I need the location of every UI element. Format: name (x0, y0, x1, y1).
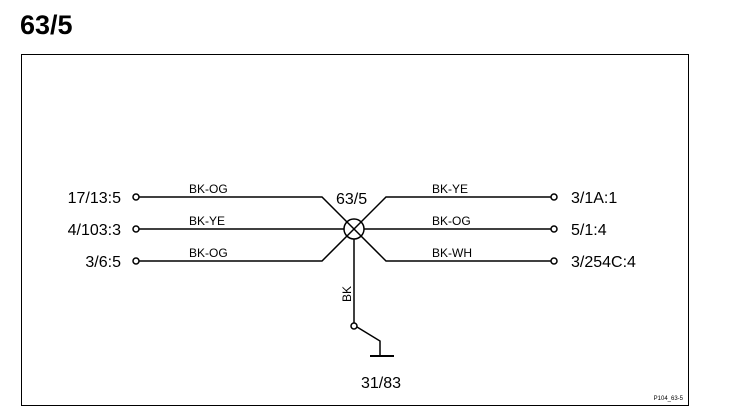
wire-label-ground: BK (340, 286, 354, 302)
terminal-label-left-3: 3/6:5 (85, 254, 121, 271)
terminal-label-right-3: 3/254C:4 (571, 254, 636, 271)
wire-left-1 (139, 196, 355, 230)
ground-symbol-icon (356, 326, 381, 355)
terminal-left-2 (132, 225, 140, 233)
wire-right-3 (353, 228, 551, 262)
wire-right-1 (353, 196, 551, 230)
wire-left-3 (139, 228, 355, 262)
wire-label-right-1: BK-YE (432, 182, 468, 196)
wire-label-left-1: BK-OG (189, 182, 228, 196)
reference-code: P104_63-5 (654, 396, 684, 402)
wire-label-left-3: BK-OG (189, 246, 228, 260)
terminal-right-2 (550, 225, 558, 233)
page-title: 63/5 (20, 10, 73, 40)
terminal-right-1 (550, 193, 558, 201)
terminal-label-left-2: 4/103:3 (68, 222, 121, 239)
terminal-label-right-1: 3/1A:1 (571, 190, 617, 207)
ground-label: 31/83 (361, 375, 401, 392)
diagram-frame (21, 54, 689, 406)
wire-label-right-3: BK-WH (432, 246, 472, 260)
terminal-ground (350, 322, 358, 330)
wire-label-right-2: BK-OG (432, 214, 471, 228)
terminal-label-right-2: 5/1:4 (571, 222, 607, 239)
wire-label-left-2: BK-YE (189, 214, 225, 228)
terminal-left-3 (132, 257, 140, 265)
splice-label: 63/5 (336, 191, 367, 208)
splice-node-icon (343, 218, 365, 240)
terminal-right-3 (550, 257, 558, 265)
terminal-label-left-1: 17/13:5 (68, 190, 121, 207)
terminal-left-1 (132, 193, 140, 201)
